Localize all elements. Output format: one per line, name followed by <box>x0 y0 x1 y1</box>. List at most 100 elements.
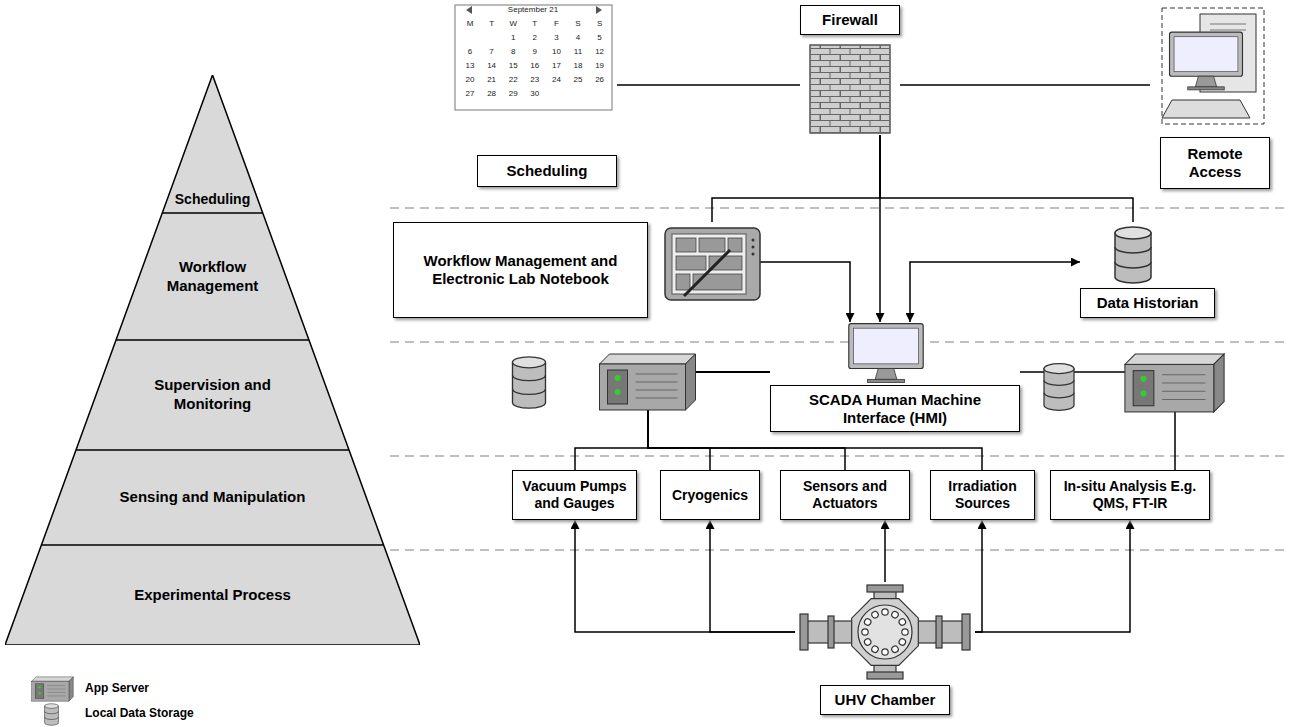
calendar-cell: 22 <box>503 75 523 84</box>
calendar-cell: M <box>460 19 480 28</box>
icon-node: Firewall <box>800 5 900 135</box>
remote-computer-icon <box>1162 8 1264 124</box>
calendar-cell: 1 <box>503 33 523 42</box>
tablet-icon <box>665 228 760 300</box>
label-box: Remote Access <box>1160 137 1270 189</box>
calendar-cell: 20 <box>460 75 480 84</box>
calendar-cell: T <box>525 19 545 28</box>
band-outline <box>116 213 309 340</box>
calendar-cell: 7 <box>482 47 502 56</box>
database-icon <box>1115 227 1151 283</box>
calendar-cell: 25 <box>568 75 588 84</box>
band-text-wrap: Experimental Process <box>5 545 420 645</box>
database-icon <box>1044 364 1074 411</box>
band-outline <box>5 545 420 645</box>
connector <box>900 84 1150 86</box>
calendar-cell: 21 <box>482 75 502 84</box>
app-server-icon <box>600 354 696 410</box>
connector <box>910 262 1080 322</box>
band-label: Supervision and Monitoring <box>138 376 288 414</box>
pyramid-band: Workflow Management <box>5 213 420 340</box>
node-label: SCADA Human Machine Interface (HMI) <box>777 391 1013 427</box>
calendar-cell: 17 <box>546 61 566 70</box>
calendar-cell: 8 <box>503 47 523 56</box>
process-box: In-situ Analysis E.g. QMS, FT-IR <box>1050 470 1210 520</box>
calendar-cell: 14 <box>482 61 502 70</box>
pyramid-band: Supervision and Monitoring <box>5 340 420 450</box>
calendar-cell: September 21 <box>503 5 563 14</box>
band-label: Workflow Management <box>153 258 273 296</box>
box-label: Sensors and Actuators <box>785 478 905 512</box>
node-label: Remote Access <box>1167 145 1263 181</box>
firewall-icon <box>810 45 890 133</box>
calendar-cell: 15 <box>503 61 523 70</box>
node-label: Scheduling <box>507 162 588 180</box>
calendar-cell: W <box>503 19 523 28</box>
connector <box>712 135 880 222</box>
calendar-cell: 13 <box>460 61 480 70</box>
band-label: Sensing and Manipulation <box>120 488 306 507</box>
calendar-cell: 4 <box>568 33 588 42</box>
node-label: UHV Chamber <box>835 691 936 709</box>
connector <box>575 520 795 632</box>
process-box: Cryogenics <box>660 470 760 520</box>
node-label: Workflow Management and Electronic Lab N… <box>400 252 641 288</box>
process-box: Vacuum Pumps and Gauges <box>512 470 637 520</box>
band-text-wrap: Supervision and Monitoring <box>5 340 420 450</box>
calendar-cell: T <box>482 19 502 28</box>
icon-node: SCADA Human Machine Interface (HMI) <box>770 322 1020 432</box>
box-label: Irradiation Sources <box>935 478 1030 512</box>
pyramid-band: Experimental Process <box>5 545 420 645</box>
node-label: Firewall <box>822 11 878 29</box>
band-outline <box>41 450 383 545</box>
calendar-cell: 5 <box>590 33 610 42</box>
database-icon <box>513 357 546 408</box>
app-server-icon <box>1125 354 1224 412</box>
calendar-cell: 26 <box>590 75 610 84</box>
monitor-icon <box>849 324 923 383</box>
calendar-cell: S <box>590 19 610 28</box>
connector <box>975 520 1130 632</box>
band-outline <box>162 75 262 213</box>
legend-database-icon <box>45 704 59 725</box>
band-text-wrap: Sensing and Manipulation <box>5 450 420 545</box>
legend-server-icon <box>32 677 74 701</box>
calendar-cell: 12 <box>590 47 610 56</box>
calendar-cell: 18 <box>568 61 588 70</box>
calendar-cell: 2 <box>525 33 545 42</box>
calendar-cell: F <box>546 19 566 28</box>
calendar-cell: 10 <box>546 47 566 56</box>
connector <box>884 520 886 582</box>
layer-divider <box>390 208 1290 550</box>
box-label: Vacuum Pumps and Gauges <box>517 478 632 512</box>
label-box: SCADA Human Machine Interface (HMI) <box>770 385 1020 432</box>
connector <box>710 520 795 632</box>
connector <box>975 520 982 632</box>
icon-node: UHV Chamber <box>795 582 975 717</box>
band-label: Scheduling <box>175 191 250 209</box>
connector <box>760 262 850 322</box>
label-box: Firewall <box>800 5 900 35</box>
legend-text: Local Data Storage <box>85 706 194 720</box>
pyramid-band: Scheduling <box>5 75 420 213</box>
process-box: Sensors and Actuators <box>780 470 910 520</box>
calendar-icon <box>455 5 612 110</box>
node-label: Data Historian <box>1097 294 1199 312</box>
uhv-chamber-icon <box>800 585 970 679</box>
label-box: Workflow Management and Electronic Lab N… <box>393 222 648 318</box>
calendar-cell: 3 <box>546 33 566 42</box>
calendar-cell: 24 <box>546 75 566 84</box>
calendar-cell: 30 <box>525 89 545 98</box>
icon-node: Data Historian <box>1080 222 1215 318</box>
calendar-cell: S <box>568 19 588 28</box>
pyramid-band: Sensing and Manipulation <box>5 450 420 545</box>
band-text-wrap: Workflow Management <box>5 213 420 340</box>
label-box: UHV Chamber <box>820 685 950 715</box>
calendar-cell: 16 <box>525 61 545 70</box>
calendar-cell: 29 <box>503 89 523 98</box>
band-text-wrap: Scheduling <box>5 191 420 209</box>
process-box: Irradiation Sources <box>930 470 1035 520</box>
label-box: Data Historian <box>1080 288 1215 318</box>
calendar-cell: 9 <box>525 47 545 56</box>
